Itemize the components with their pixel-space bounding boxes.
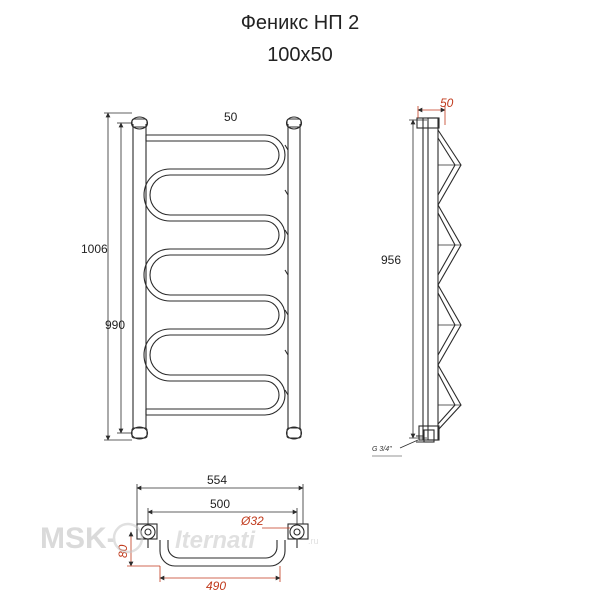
top-bottom-width-label: 490 <box>206 579 226 593</box>
watermark-suffix: .ru <box>308 536 319 546</box>
front-dimensions <box>104 112 132 441</box>
serpentine-pipe <box>143 134 289 416</box>
side-view <box>399 106 462 449</box>
title-product-name: Феникс НП 2 <box>240 12 360 34</box>
front-axis-height-label: 990 <box>105 318 125 332</box>
side-depth-label: 50 <box>440 96 454 110</box>
left-collector <box>130 116 149 440</box>
watermark-right: lternati <box>175 527 256 554</box>
top-overall-width-label: 554 <box>207 473 227 487</box>
right-collector <box>285 116 303 440</box>
side-connection-label: G 3/4" <box>372 446 392 453</box>
front-view <box>104 112 303 441</box>
front-total-height-label: 1006 <box>81 242 108 256</box>
watermark-left: MSK- <box>40 522 117 555</box>
front-top-width-label: 50 <box>224 110 238 124</box>
top-view <box>127 484 309 582</box>
watermark: MSK- lternati .ru <box>40 522 319 555</box>
top-axis-width-label: 500 <box>210 497 230 511</box>
side-height-label: 956 <box>381 253 401 267</box>
top-pipe-diameter-label: Ø32 <box>240 514 264 528</box>
title-product-size: 100x50 <box>267 44 333 66</box>
